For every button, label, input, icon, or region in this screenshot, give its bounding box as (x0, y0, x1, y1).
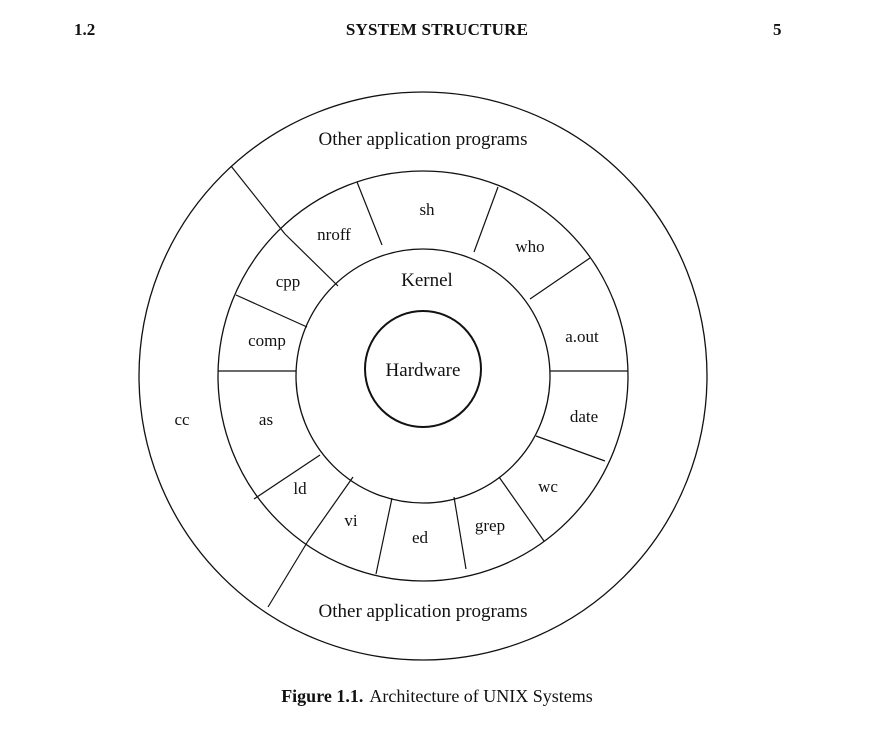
page-header: 1.2 SYSTEM STRUCTURE 5 (0, 20, 874, 46)
program-ring-dividers (218, 181, 628, 575)
outer-label-cc: cc (174, 410, 190, 429)
program-label-ld: ld (293, 479, 307, 498)
program-label-date: date (570, 407, 598, 426)
outer-divider-upper (230, 165, 286, 235)
program-label-who: who (515, 237, 544, 256)
program-ring-boundary (217, 170, 629, 582)
program-label-a-out: a.out (565, 327, 599, 346)
program-label-nroff: nroff (317, 225, 351, 244)
section-number: 1.2 (74, 20, 96, 39)
program-label-ed: ed (412, 528, 429, 547)
outer-label-top: Other application programs (319, 129, 528, 150)
program-label-as: as (259, 410, 273, 429)
hardware-core (364, 310, 482, 428)
program-label-sh: sh (419, 200, 435, 219)
kernel-label: Kernel (401, 270, 453, 291)
figure-caption-text: Architecture of UNIX Systems (369, 686, 593, 706)
outer-ring-boundary (138, 91, 708, 661)
outer-divider-lower (267, 540, 309, 608)
outer-label-bottom: Other application programs (319, 601, 528, 622)
figure-label: Figure 1.1. (281, 686, 364, 706)
hardware-label: Hardware (386, 360, 461, 381)
program-label-vi: vi (344, 511, 358, 530)
kernel-ring-boundary (295, 248, 551, 504)
program-label-wc: wc (538, 477, 558, 496)
running-title: SYSTEM STRUCTURE (345, 20, 529, 39)
figure-caption: Figure 1.1.Architecture of UNIX Systems (0, 686, 874, 707)
program-label-cpp: cpp (276, 272, 301, 291)
program-label-grep: grep (475, 516, 505, 535)
page-number: 5 (773, 20, 782, 39)
program-label-comp: comp (248, 331, 286, 350)
